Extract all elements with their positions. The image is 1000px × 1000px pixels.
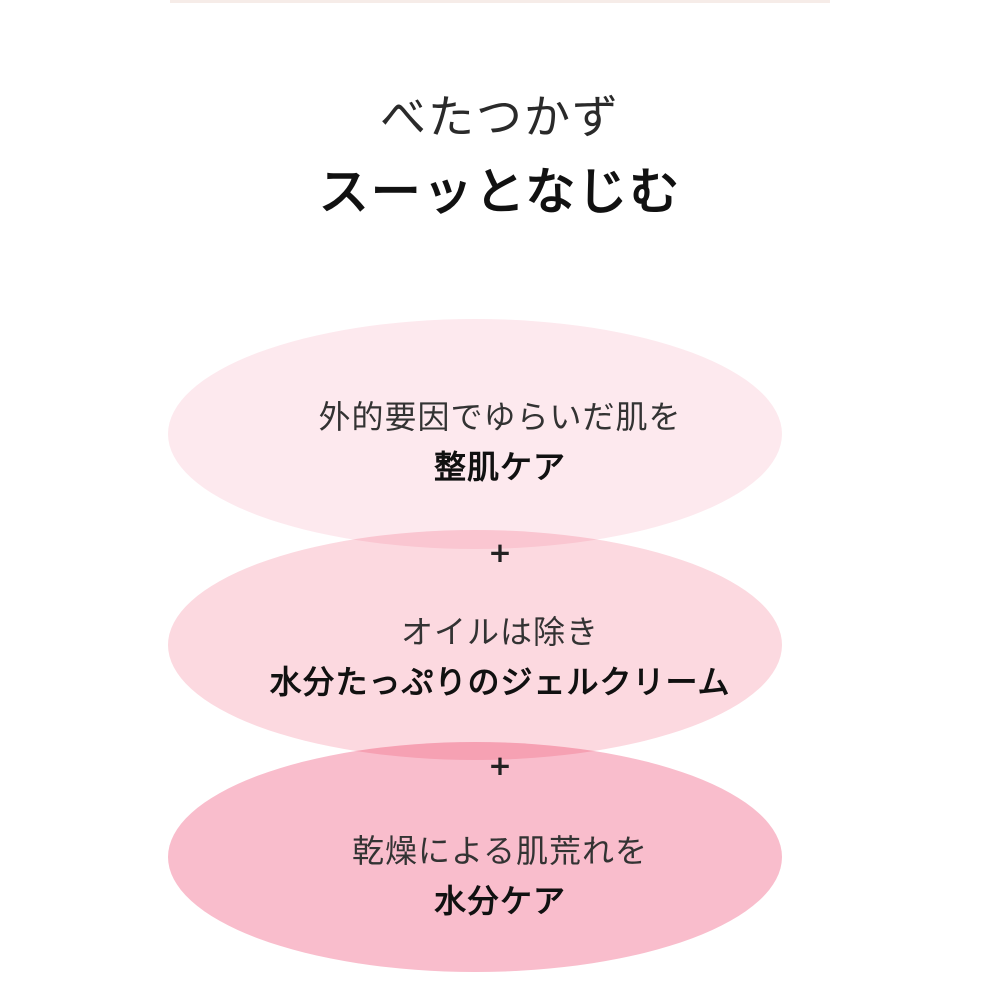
top-divider (170, 0, 830, 3)
headline: べたつかず スーッとなじむ (0, 82, 1000, 232)
feature-1-title: 整肌ケア (433, 448, 566, 486)
feature-2-description: オイルは除き (400, 613, 599, 651)
feature-text-1: 外的要因でゆらいだ肌を 整肌ケア (0, 392, 1000, 492)
feature-text-3: 乾燥による肌荒れを 水分ケア (0, 826, 1000, 926)
headline-subtitle: べたつかず (380, 90, 620, 144)
feature-1-description: 外的要因でゆらいだ肌を (318, 398, 682, 436)
feature-ellipse-2 (168, 530, 782, 760)
feature-ellipse-1 (168, 319, 782, 549)
feature-ellipse-3 (168, 742, 782, 972)
plus-icon: + (488, 749, 512, 782)
feature-text-2: オイルは除き 水分たっぷりのジェルクリーム (0, 607, 1000, 707)
headline-title: スーッとなじむ (318, 163, 682, 221)
plus-icon: + (488, 536, 512, 569)
feature-3-description: 乾燥による肌荒れを (351, 832, 649, 870)
feature-2-title: 水分たっぷりのジェルクリーム (269, 663, 731, 701)
feature-3-title: 水分ケア (433, 882, 566, 920)
